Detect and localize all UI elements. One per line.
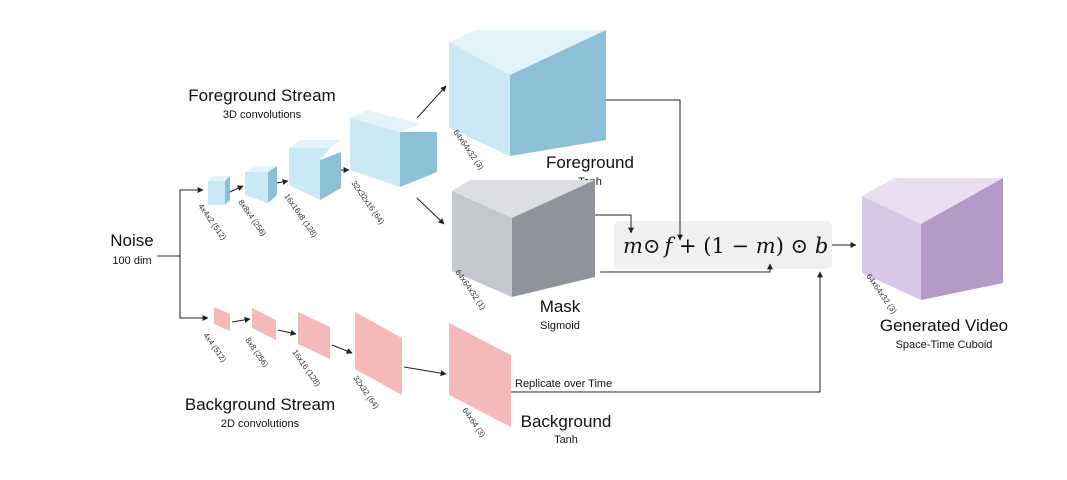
fg-layer-cuboid-3 bbox=[289, 140, 341, 200]
mask-output-activation: Sigmoid bbox=[540, 320, 580, 332]
generated-video-title: Generated Video bbox=[880, 316, 1008, 335]
fg-layer-cuboid-4 bbox=[350, 110, 437, 187]
fg-layer-dims-3: 16x16x8 (128) bbox=[282, 192, 319, 239]
generated-video-subtitle: Space-Time Cuboid bbox=[896, 339, 993, 351]
bg-layer-plane-2 bbox=[252, 308, 276, 340]
replicate-over-time-label: Replicate over Time bbox=[515, 378, 612, 390]
equation-box bbox=[614, 221, 832, 269]
fg-layer-cuboid-1 bbox=[208, 176, 230, 205]
bg-layer-plane-4 bbox=[355, 312, 402, 395]
foreground-stream-subtitle: 3D convolutions bbox=[223, 109, 302, 121]
noise-subtitle: 100 dim bbox=[112, 255, 151, 267]
foreground-output-title: Foreground bbox=[546, 153, 634, 172]
background-output-title: Background bbox=[521, 412, 612, 431]
foreground-output-cuboid bbox=[449, 30, 606, 156]
bg-layer-dims-2: 8x8 (256) bbox=[243, 336, 270, 369]
foreground-stream-title: Foreground Stream bbox=[188, 86, 335, 105]
fg-stream-arrows bbox=[229, 85, 447, 225]
bg-output-plane bbox=[449, 323, 511, 427]
noise-title: Noise bbox=[110, 231, 153, 250]
background-stream-title: Background Stream bbox=[185, 395, 335, 414]
equation-input-lines bbox=[511, 99, 857, 393]
noise-branch-lines bbox=[157, 187, 209, 321]
bg-stream-arrows bbox=[231, 316, 447, 377]
background-stream-subtitle: 2D convolutions bbox=[221, 418, 300, 430]
mask-output-cuboid bbox=[452, 180, 595, 297]
bg-layer-plane-1 bbox=[214, 307, 230, 331]
bg-layer-dims-1: 4x4 (512) bbox=[201, 331, 228, 364]
composition-equation: m⊙f + (1 − m) ⊙ b bbox=[623, 234, 828, 258]
fg-layer-cuboid-2 bbox=[245, 166, 277, 203]
fg-layer-dims-4: 32x32x16 (64) bbox=[349, 179, 386, 226]
generated-video-cuboid bbox=[862, 178, 1003, 300]
bg-layer-dims-3: 16x16 (128) bbox=[290, 348, 322, 388]
mask-output-title: Mask bbox=[540, 297, 581, 316]
background-output-activation: Tanh bbox=[554, 434, 578, 446]
fg-layer-dims-1: 4x4x2 (512) bbox=[196, 202, 228, 242]
fg-layer-dims-2: 8x8x4 (256) bbox=[236, 198, 268, 238]
bg-layer-plane-3 bbox=[298, 312, 330, 359]
